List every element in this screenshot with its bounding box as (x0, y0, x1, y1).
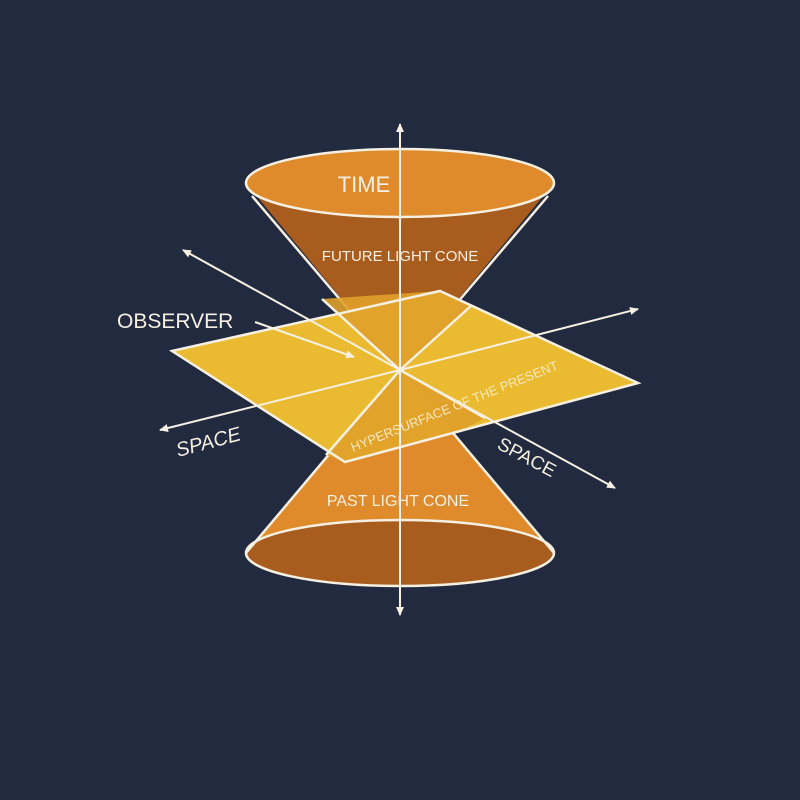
space-axis-1-back (159, 369, 401, 432)
past-cone-label: PAST LIGHT CONE (327, 493, 469, 510)
space-axis-2-forward (399, 369, 616, 489)
space-axis-1-forward (399, 307, 639, 371)
observer-arrow (254, 321, 355, 359)
time-label: TIME (338, 172, 391, 197)
observer-label: OBSERVER (117, 310, 233, 333)
plane-over-past-cone (326, 370, 485, 462)
space-axis-2-back (182, 249, 401, 371)
future-cone-label: FUTURE LIGHT CONE (322, 248, 478, 265)
plane-over-future-cone (322, 291, 472, 370)
axes (159, 123, 639, 616)
